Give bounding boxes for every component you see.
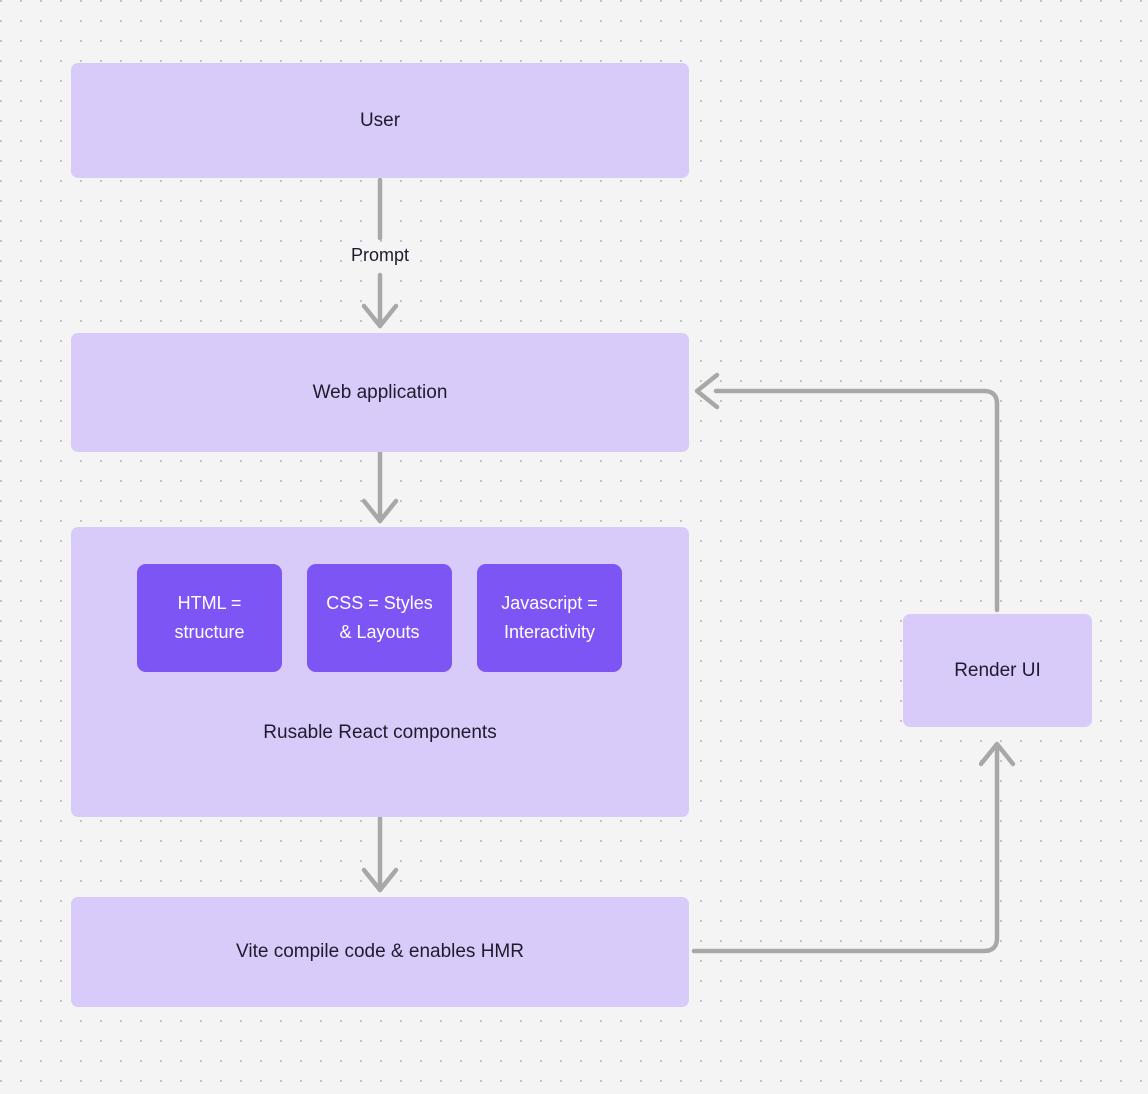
node-components-group-caption-text: Rusable React components (263, 722, 497, 743)
node-web-application-label: Web application (312, 381, 448, 403)
chip-css-label: CSS = Styles & Layouts (326, 593, 433, 642)
edge-render-to-web (713, 388, 1000, 613)
edge-label-prompt-text: Prompt (350, 245, 410, 265)
chip-html[interactable]: HTML = structure (137, 564, 282, 672)
edge-label-prompt: Prompt (330, 245, 430, 266)
chip-css[interactable]: CSS = Styles & Layouts (307, 564, 452, 672)
arrowhead-render-to-web (694, 372, 720, 410)
node-vite[interactable]: Vite compile code & enables HMR (71, 897, 689, 1007)
chip-html-label: HTML = structure (174, 593, 245, 642)
node-components-group-caption: Rusable React components (71, 719, 689, 747)
node-render-ui[interactable]: Render UI (903, 614, 1092, 727)
arrowhead-user-to-web (361, 303, 399, 329)
arrowhead-web-to-components (361, 498, 399, 524)
arrowhead-components-to-vite (361, 867, 399, 893)
node-user[interactable]: User (71, 63, 689, 178)
node-user-label: User (359, 109, 401, 131)
node-web-application[interactable]: Web application (71, 333, 689, 452)
arrowhead-vite-to-render (978, 741, 1016, 767)
chip-javascript[interactable]: Javascript = Interactivity (477, 564, 622, 672)
node-render-ui-label: Render UI (954, 659, 1041, 681)
edge-vite-to-render (691, 742, 1000, 954)
chip-javascript-label: Javascript = Interactivity (501, 593, 598, 642)
node-vite-label: Vite compile code & enables HMR (236, 941, 524, 963)
node-components-group[interactable]: HTML = structure CSS = Styles & Layouts … (71, 527, 689, 817)
